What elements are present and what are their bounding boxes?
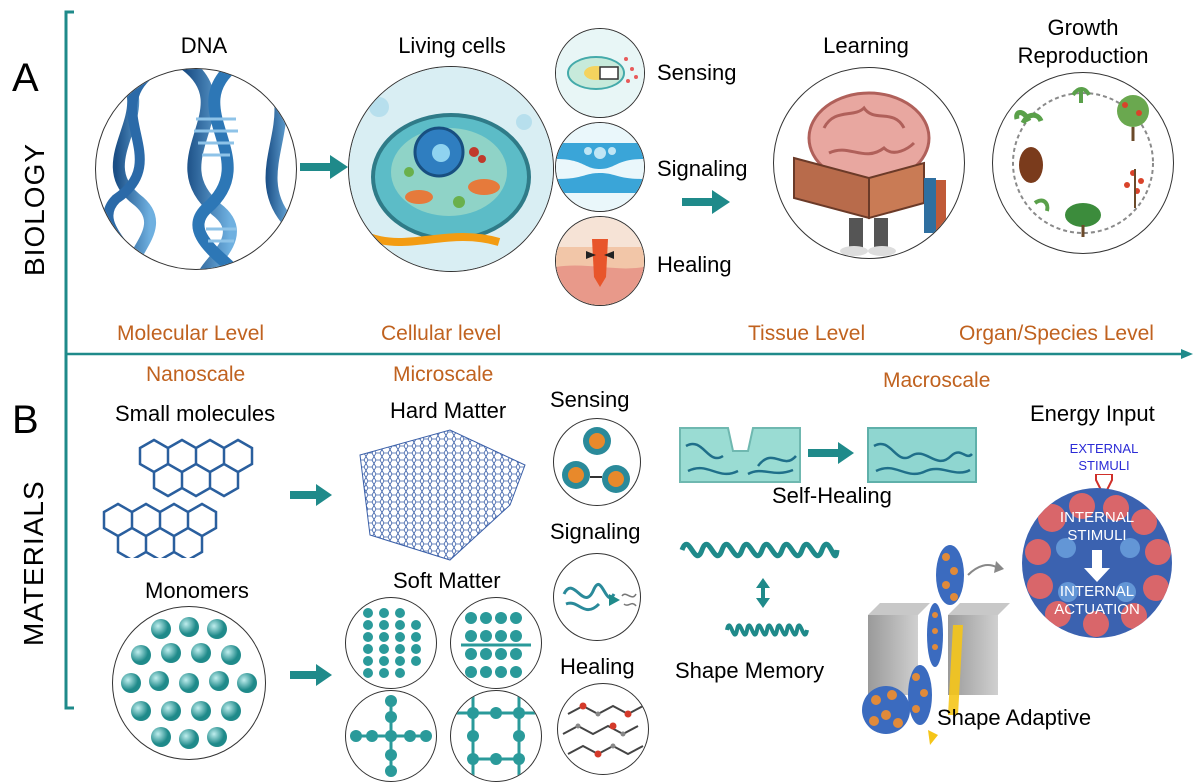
hard-matter-title: Hard Matter	[390, 398, 507, 423]
mat-healing-label: Healing	[560, 654, 635, 679]
molecules-to-hard-arrow	[290, 484, 332, 506]
bio-healing-label: Healing	[657, 252, 732, 277]
growth-title: Growth	[1047, 15, 1119, 40]
scale-nano: Nanoscale	[146, 363, 246, 386]
dna-helix-icon	[103, 69, 296, 269]
monomer-spheres-icon	[121, 617, 257, 749]
grafted-polymer-icon	[461, 612, 531, 678]
energy-input-title: Energy Input	[1030, 401, 1155, 426]
monomers-title: Monomers	[145, 578, 249, 603]
internal-actuation-line1: INTERNAL	[1059, 583, 1135, 600]
shape-adaptive-icon	[862, 545, 1010, 745]
wound-healing-icon	[556, 217, 644, 305]
living-cell-circle	[348, 66, 554, 272]
internal-actuation-line2: ACTUATION	[1054, 601, 1140, 618]
capsule-sensing-icon	[562, 427, 630, 493]
self-healing-label: Self-Healing	[772, 483, 892, 508]
particle-cluster-icon	[1025, 493, 1171, 637]
life-cycle-icon	[1012, 87, 1154, 237]
bio-signaling-circle	[555, 122, 645, 212]
synapse-icon	[556, 123, 644, 211]
mat-sensing-label: Sensing	[550, 387, 630, 412]
brain-reading-icon	[793, 91, 946, 256]
soft-matter-circle-3	[345, 690, 437, 782]
linear-polymer-icon	[363, 608, 421, 678]
learning-title: Learning	[823, 33, 909, 58]
self-healing-damaged-icon	[679, 427, 801, 483]
polymer-signaling-icon	[562, 583, 637, 612]
panel-bracket	[64, 10, 1193, 710]
dna-to-cell-arrow	[300, 155, 348, 179]
living-cells-title: Living cells	[398, 33, 506, 58]
reproduction-title: Reproduction	[1017, 43, 1149, 68]
level-molecular: Molecular Level	[117, 322, 265, 345]
mat-signaling-circle	[553, 553, 641, 641]
self-healing-arrow	[808, 442, 854, 464]
bio-healing-circle	[555, 216, 645, 306]
internal-stimuli-line1: INTERNAL	[1059, 509, 1135, 526]
shape-memory-label: Shape Memory	[675, 658, 825, 683]
shape-memory-double-arrow	[756, 578, 770, 608]
mat-signaling-label: Signaling	[550, 519, 641, 544]
soft-matter-circle-1	[345, 597, 437, 689]
self-healing-healed-icon	[867, 427, 977, 483]
healing-to-learning-arrow	[682, 190, 730, 214]
dna-title: DNA	[180, 33, 228, 58]
small-molecules-title: Small molecules	[115, 401, 276, 426]
sensing-cell-icon	[556, 29, 644, 117]
biology-label: BIOLOGY	[19, 142, 50, 276]
soft-matter-circle-2	[450, 597, 542, 689]
growth-circle	[992, 72, 1174, 254]
spring-extended-icon	[679, 541, 840, 559]
energy-particle-circle	[1022, 488, 1172, 638]
level-cellular: Cellular level	[381, 322, 502, 345]
dna-circle	[95, 68, 297, 270]
monomers-circle	[112, 606, 266, 760]
mat-sensing-circle	[553, 418, 641, 506]
internal-stimuli-line2: STIMULI	[1067, 527, 1127, 544]
molecular-healing-icon	[562, 702, 644, 758]
hard-matter-lattice-icon	[359, 429, 526, 561]
external-stimuli-line1: EXTERNAL	[1069, 441, 1139, 456]
network-polymer-icon	[456, 696, 536, 776]
mat-healing-circle	[557, 683, 649, 775]
external-stimuli-line2: STIMULI	[1078, 458, 1130, 473]
soft-matter-title: Soft Matter	[393, 568, 501, 593]
spring-compressed-icon	[725, 623, 809, 637]
shape-adaptive-label: Shape Adaptive	[937, 705, 1092, 730]
monomers-to-soft-arrow	[290, 664, 332, 686]
panel-letter-a: A	[12, 56, 39, 100]
learning-circle	[773, 67, 965, 259]
level-tissue: Tissue Level	[748, 322, 866, 345]
cell-icon	[349, 67, 553, 271]
bio-sensing-label: Sensing	[657, 60, 737, 85]
scale-macro: Macroscale	[883, 369, 991, 392]
star-polymer-icon	[350, 695, 432, 777]
bio-sensing-circle	[555, 28, 645, 118]
soft-matter-circle-4	[450, 690, 542, 782]
panel-letter-b: B	[12, 398, 39, 442]
graphene-layers-icon	[102, 438, 254, 558]
bio-signaling-label: Signaling	[657, 156, 748, 181]
materials-label: MATERIALS	[18, 480, 49, 646]
level-organ-species: Organ/Species Level	[959, 322, 1154, 345]
scale-micro: Microscale	[393, 363, 494, 386]
